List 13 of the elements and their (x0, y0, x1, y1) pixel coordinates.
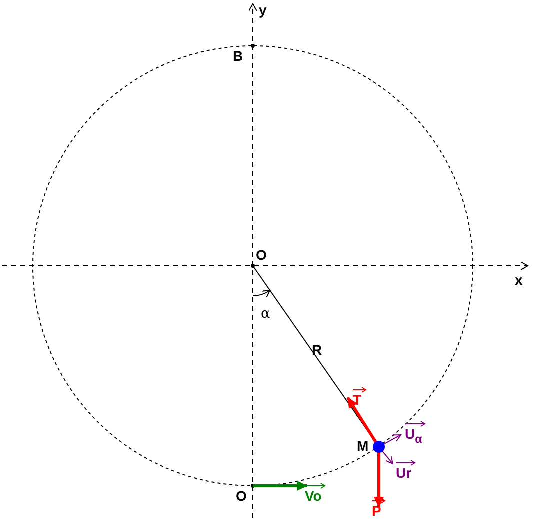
axis-label: y (259, 2, 267, 18)
angle-label: α (261, 306, 270, 322)
point-label: M (357, 438, 369, 454)
radius-label: R (312, 342, 322, 358)
vector-label: P (372, 503, 382, 519)
vector-label: U$_{α}$ (405, 426, 422, 448)
point-label: O (256, 247, 267, 263)
point-label: B (233, 48, 244, 64)
vector-label: Ur (396, 465, 412, 481)
axis-label: x (515, 272, 523, 288)
vector-label: T (353, 392, 362, 408)
vector-label: Vo (305, 488, 322, 504)
point-label: O (236, 488, 247, 504)
